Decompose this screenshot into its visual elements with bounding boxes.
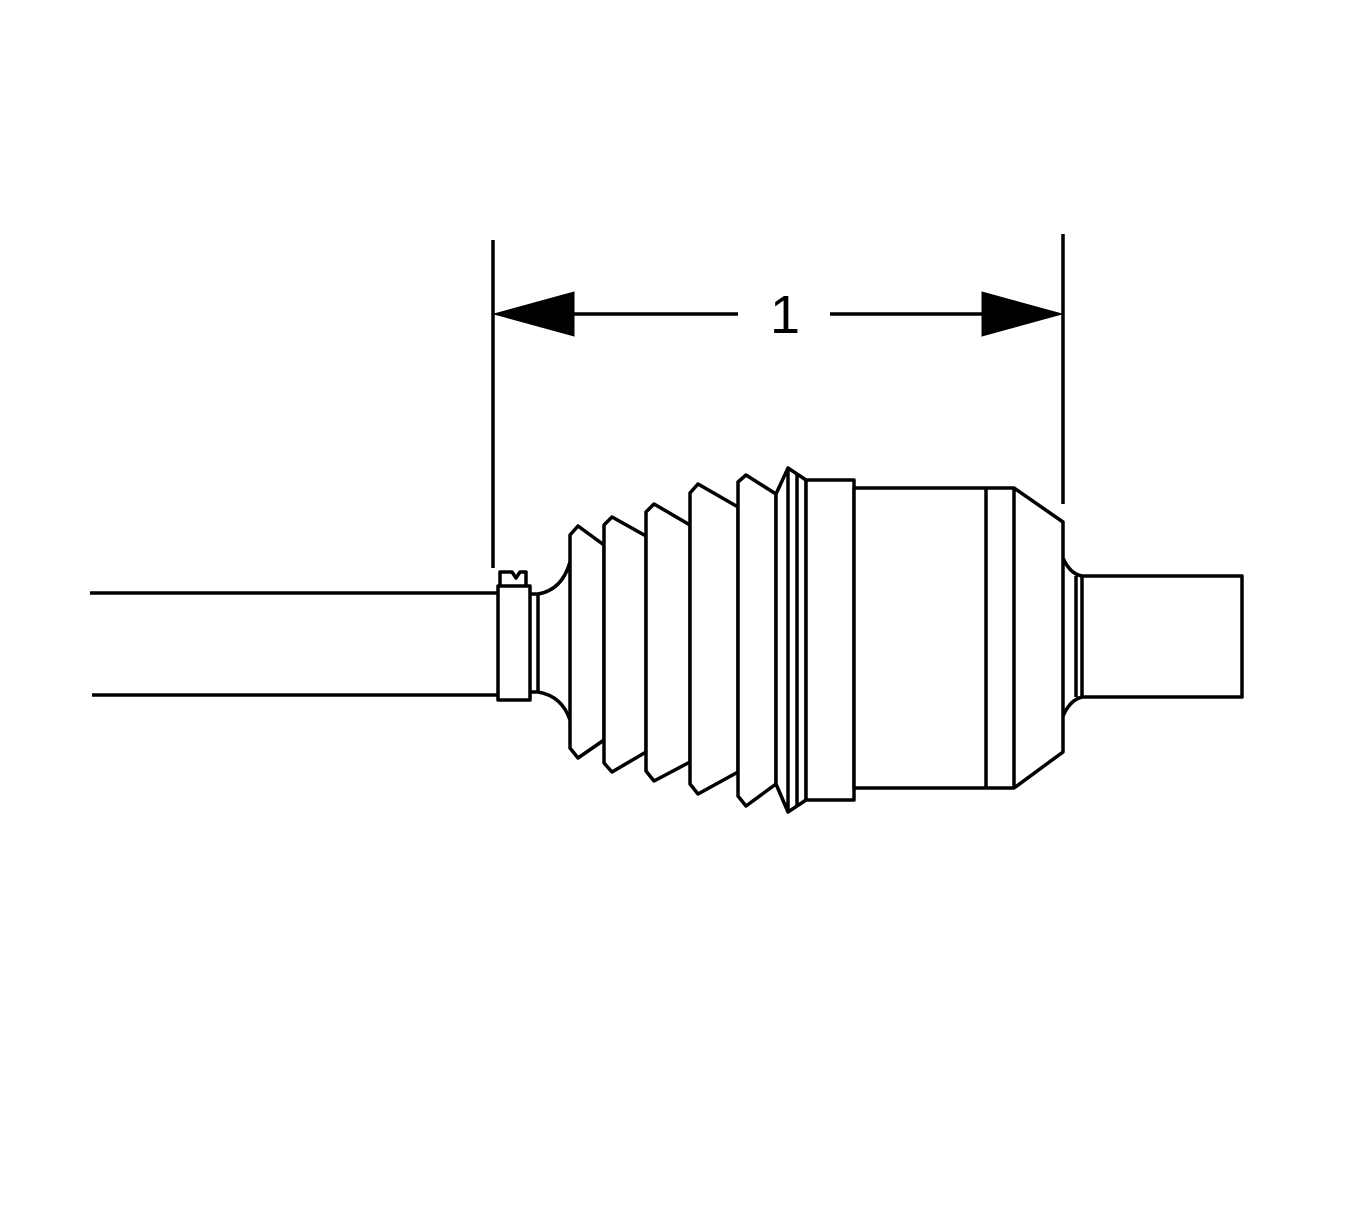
boot-pleat-2 xyxy=(602,515,648,774)
axle-shaft xyxy=(90,591,498,697)
boot-neck xyxy=(530,561,572,721)
boot-pleat-3 xyxy=(644,502,692,783)
cv-boot-convolutions xyxy=(568,473,778,808)
dimension-callout-1: 1 xyxy=(770,285,800,345)
small-boot-clamp xyxy=(496,570,532,702)
boot-pleat-5 xyxy=(736,473,778,808)
dimension-extension-lines xyxy=(491,234,1065,568)
cv-joint-housing xyxy=(852,486,1065,790)
boot-pleat-1 xyxy=(568,524,606,760)
dimension-line xyxy=(492,291,1064,337)
left-arrowhead xyxy=(492,291,575,337)
right-arrowhead xyxy=(981,291,1064,337)
boot-pleat-4 xyxy=(688,482,740,796)
stub-shaft xyxy=(1061,557,1244,717)
boot-large-end xyxy=(774,466,808,814)
large-boot-clamp xyxy=(804,478,856,802)
